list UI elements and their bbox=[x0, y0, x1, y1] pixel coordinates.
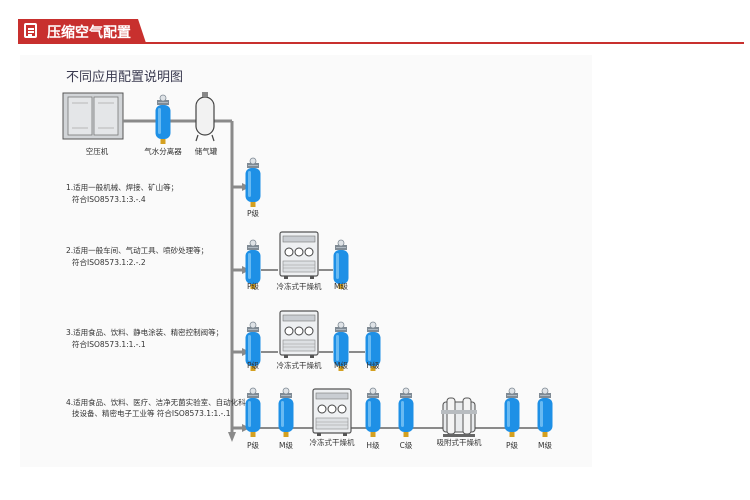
row2-refrigerated-dryer-icon bbox=[279, 231, 319, 280]
water-separator-icon bbox=[155, 94, 171, 145]
row3-description-line1: 3.适用食品、饮料、静电涂装、精密控制阀等； bbox=[66, 328, 224, 337]
row4-h-filter-icon bbox=[365, 387, 381, 438]
row4-description-line2: 技设备、精密电子工业等 符合ISO8573.1:1.-.1 bbox=[72, 409, 231, 418]
row2-description-line2: 符合ISO8573.1:2.-.2 bbox=[72, 258, 146, 267]
row4-m2-filter-icon bbox=[537, 387, 553, 438]
row1-p-filter-icon bbox=[245, 157, 261, 208]
row2-label-dryer: 冷冻式干燥机 bbox=[276, 282, 322, 291]
row4-c-filter-icon bbox=[398, 387, 414, 438]
row3-label-dryer: 冷冻式干燥机 bbox=[276, 361, 322, 370]
row3-label-h: H级 bbox=[366, 361, 380, 370]
diagram-title: 不同应用配置说明图 bbox=[66, 70, 184, 85]
row4-p-filter-icon bbox=[245, 387, 261, 438]
air-compressor-icon bbox=[62, 92, 124, 140]
row4-label-m: M级 bbox=[279, 441, 293, 450]
tank-label: 储气罐 bbox=[194, 147, 218, 156]
row4-m-filter-icon bbox=[278, 387, 294, 438]
row4-label-p: P级 bbox=[246, 441, 260, 450]
row1-description-line1: 1.适用一般机械、焊接、矿山等； bbox=[66, 183, 179, 192]
row4-label-h: H级 bbox=[366, 441, 380, 450]
row3-refrigerated-dryer-icon bbox=[279, 310, 319, 359]
row3-label-p: P级 bbox=[246, 361, 260, 370]
row1-description-line2: 符合ISO8573.1:3.-.4 bbox=[72, 195, 146, 204]
section-header-tab bbox=[18, 19, 146, 43]
document-icon bbox=[24, 23, 37, 38]
row4-description-line1: 4.适用食品、饮料、医疗、洁净无菌实验室、自动化科 bbox=[66, 398, 246, 407]
row2-description-line1: 2.适用一般车间、气动工具、喷砂处理等； bbox=[66, 246, 209, 255]
row4-label-c: C级 bbox=[399, 441, 413, 450]
separator-label: 气水分离器 bbox=[144, 147, 182, 156]
row3-label-m: M级 bbox=[334, 361, 348, 370]
row1-label-p: P级 bbox=[246, 209, 260, 218]
row4-adsorption-dryer-icon bbox=[441, 397, 477, 437]
row2-label-p: P级 bbox=[246, 282, 260, 291]
row4-label-p2: P级 bbox=[505, 441, 519, 450]
section-title: 压缩空气配置 bbox=[47, 25, 131, 41]
main-air-pipe bbox=[123, 119, 244, 438]
row2-label-m: M级 bbox=[334, 282, 348, 291]
row4-label-m2: M级 bbox=[538, 441, 552, 450]
compressor-label: 空压机 bbox=[85, 147, 109, 156]
row3-description-line2: 符合ISO8573.1:1.-.1 bbox=[72, 340, 146, 349]
air-tank-icon bbox=[195, 92, 215, 142]
row4-label-adsorption-dryer: 吸附式干燥机 bbox=[436, 438, 482, 447]
header-divider bbox=[18, 42, 744, 44]
row4-label-refrigerated-dryer: 冷冻式干燥机 bbox=[309, 438, 355, 447]
row4-p2-filter-icon bbox=[504, 387, 520, 438]
row4-refrigerated-dryer-icon bbox=[312, 388, 352, 437]
